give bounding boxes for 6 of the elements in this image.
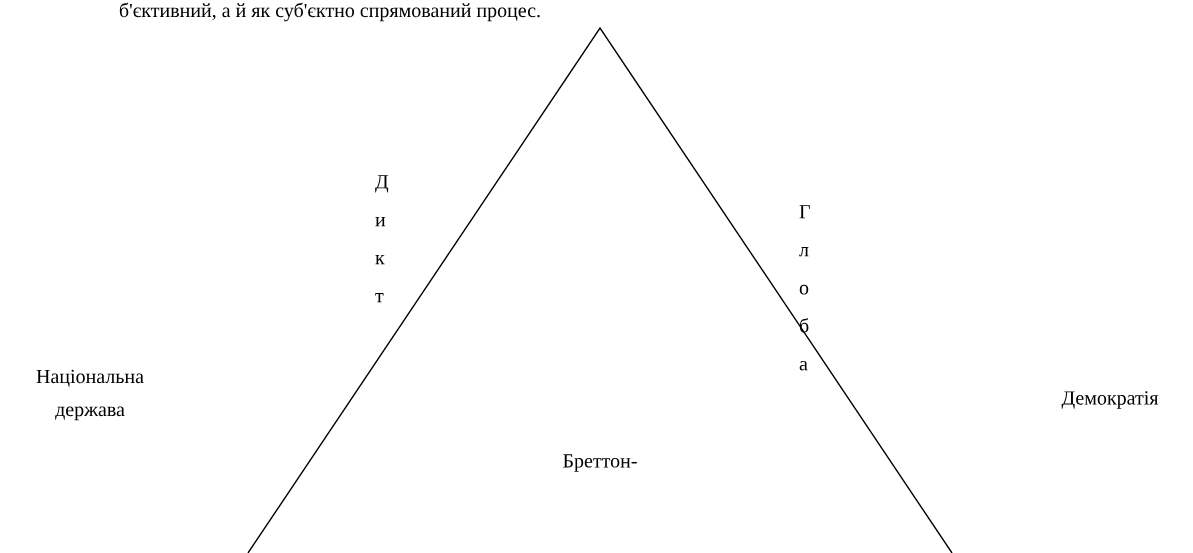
sentence-text: б'єктивний, а й як суб'єктно спрямований процес. [119,2,540,22]
text-label: Бреттон- [563,454,637,472]
vertical-text: Глоба [799,205,810,371]
vertical-text: Дикт [375,175,389,303]
text-label: Національна держава [36,369,144,421]
text-label: Демократія [1061,391,1159,409]
